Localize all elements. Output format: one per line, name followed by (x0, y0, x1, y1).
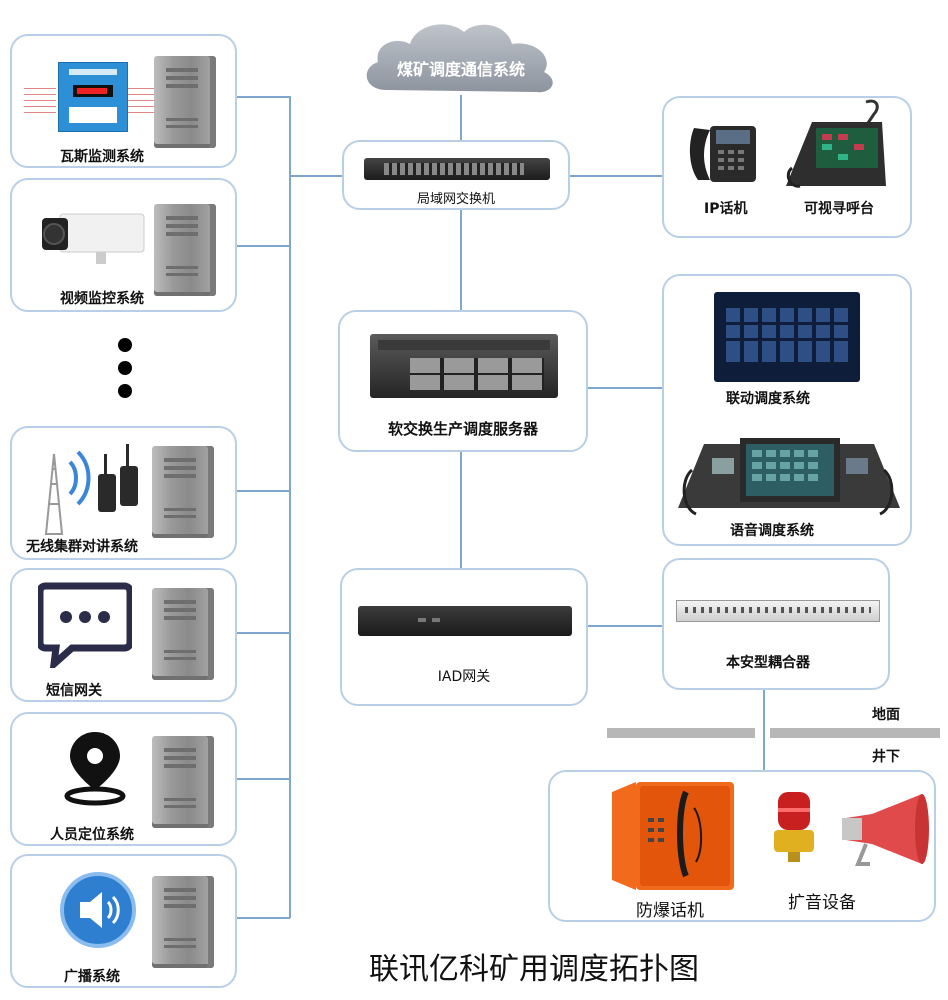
iad-label: IAD网关 (437, 669, 491, 685)
server-device-icon (370, 334, 558, 398)
switch-label: 局域网交换机 (416, 192, 495, 207)
warning-light-icon (774, 792, 814, 862)
left-system-sms[interactable]: 短信网关 (10, 568, 237, 702)
connector-location (237, 778, 290, 780)
ground-above-label: 地面 (872, 707, 900, 723)
voice-dispatch-console-icon (678, 438, 900, 516)
cloud-node: 煤矿调度通信系统 (356, 14, 566, 98)
more-systems-ellipsis (118, 338, 132, 398)
connector-coupler-underground (763, 690, 765, 772)
linkage-dispatch-label: 联动调度系统 (726, 391, 810, 407)
explosion-proof-phone-icon (612, 782, 734, 890)
connector-radio (237, 490, 290, 492)
left-system-label-video: 视频监控系统 (60, 291, 144, 307)
switch-device-icon (364, 158, 550, 180)
voice-dispatch-label: 语音调度系统 (730, 523, 814, 539)
explosion-proof-phone-label: 防爆话机 (636, 901, 704, 921)
broadcast-server-icon (152, 876, 214, 968)
connector-video (237, 245, 290, 247)
video-server-icon (154, 204, 216, 296)
speaker-icon (60, 872, 136, 948)
left-system-video[interactable]: 视频监控系统 (10, 178, 237, 312)
connector-cloud-switch (460, 95, 462, 141)
connector-sms (237, 632, 290, 634)
connector-broadcast (237, 917, 290, 919)
dispatch-box[interactable]: 联动调度系统 语音调度系统 (662, 274, 912, 546)
location-pin-icon (64, 732, 126, 806)
iad-box[interactable]: IAD网关 (340, 568, 588, 706)
sms-server-icon (152, 588, 214, 680)
cloud-label: 煤矿调度通信系统 (396, 60, 525, 79)
ground-below-label: 井下 (872, 749, 900, 765)
camera-icon (42, 213, 145, 264)
left-system-label-gas: 瓦斯监测系统 (60, 149, 144, 165)
ground-bar-right (770, 728, 940, 738)
connector-server-iad (460, 452, 462, 570)
server-label: 软交换生产调度服务器 (387, 420, 538, 438)
coupler-device-icon (676, 600, 880, 622)
coupler-label: 本安型耦合器 (726, 655, 810, 671)
underground-box[interactable]: 防爆话机 扩音设备 (548, 770, 936, 922)
iad-device-icon (358, 606, 572, 636)
left-system-gas[interactable]: 瓦斯监测系统 (10, 34, 237, 168)
radio-server-icon (152, 446, 214, 538)
connector-iad-coupler (587, 625, 663, 627)
left-system-label-location: 人员定位系统 (50, 827, 134, 843)
switch-box[interactable]: 局域网交换机 (342, 140, 570, 210)
coupler-box[interactable]: 本安型耦合器 (662, 558, 890, 690)
cloud-icon (366, 24, 553, 93)
sms-icon (38, 582, 132, 668)
server-box[interactable]: 软交换生产调度服务器 (338, 310, 588, 452)
ground-bar-left (607, 728, 755, 738)
location-server-icon (152, 736, 214, 828)
phones-box[interactable]: IP话机 可视寻呼台 (662, 96, 912, 238)
left-system-location[interactable]: 人员定位系统 (10, 712, 237, 846)
radio-tower-icon (44, 444, 138, 535)
connector-bus-switch (290, 175, 342, 177)
left-system-radio[interactable]: 无线集群对讲系统 (10, 426, 237, 560)
linkage-dispatch-screen-icon (714, 292, 860, 382)
connector-switch-server (460, 210, 462, 312)
diagram-title: 联讯亿科矿用调度拓扑图 (369, 952, 699, 987)
loudspeaker-icon (842, 794, 929, 866)
loudspeaker-label: 扩音设备 (788, 893, 856, 913)
video-console-icon (786, 99, 886, 188)
left-system-label-sms: 短信网关 (46, 683, 102, 699)
left-system-label-broadcast: 广播系统 (64, 969, 120, 985)
left-system-broadcast[interactable]: 广播系统 (10, 854, 237, 988)
ip-phone-icon (689, 126, 756, 182)
gas-monitor-icon (58, 62, 128, 132)
connector-switch-phones (570, 175, 662, 177)
video-console-label: 可视寻呼台 (804, 201, 874, 217)
connector-gas (237, 96, 290, 98)
left-system-label-radio: 无线集群对讲系统 (26, 539, 138, 555)
gas-server-icon (154, 56, 216, 148)
left-bus-line (289, 96, 291, 918)
connector-server-dispatch (587, 387, 663, 389)
ip-phone-label: IP话机 (704, 201, 748, 217)
